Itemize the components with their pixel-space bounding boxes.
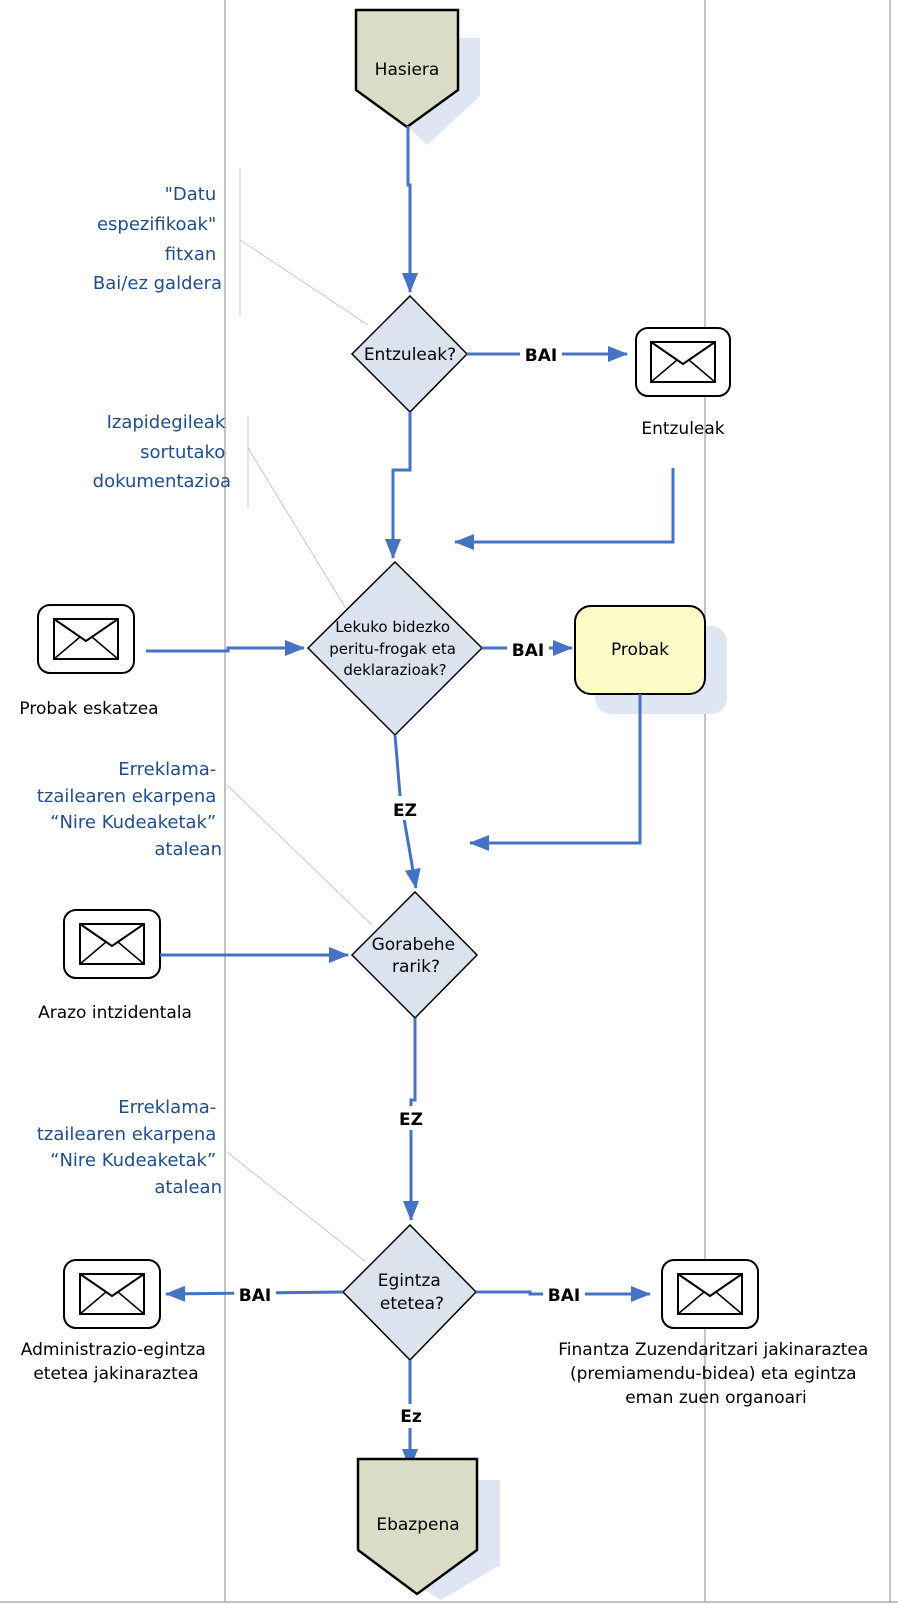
decision-label: Lekuko bidezko peritu-frogak eta deklara… <box>329 618 460 679</box>
flow-label-bai: BAI <box>239 1286 271 1306</box>
message-label: Entzuleak <box>641 419 724 439</box>
annotation-text: Izapidegileak sortutako dokumentazioa <box>93 412 231 492</box>
flow-label-bai: BAI <box>525 346 557 366</box>
flow-start-to-d1 <box>402 126 418 293</box>
annotation-text: "Datu espezifikoak" fitxan Bai/ez galder… <box>93 184 222 294</box>
message-arazo-intzidentala: Arazo intzidentala <box>38 909 192 1023</box>
start-event: Hasiera <box>354 8 480 145</box>
end-event: Ebazpena <box>356 1457 500 1600</box>
decision-lekuko-frogak: Lekuko bidezko peritu-frogak eta deklara… <box>306 560 484 737</box>
envelope-icon <box>677 1273 743 1315</box>
annotation-erreklamatzailea-1: Erreklama- tzailearen ekarpena “Nire Kud… <box>37 759 373 926</box>
message-finantza-zuzendaritza: Finantza Zuzendaritzari jakinaraztea (pr… <box>558 1259 873 1408</box>
annotation-text: Erreklama- tzailearen ekarpena “Nire Kud… <box>37 759 222 860</box>
decision-label: Egintza etetea? <box>378 1271 446 1314</box>
flow-label-bai: BAI <box>548 1286 580 1306</box>
flow-entzuleak-return <box>454 468 675 550</box>
message-administrazio-egintza: Administrazio-egintza etetea jakinarazte… <box>21 1259 212 1384</box>
envelope-icon <box>79 1273 145 1315</box>
decision-entzuleak: Entzuleak? <box>350 294 469 414</box>
annotation-izapidegileak: Izapidegileak sortutako dokumentazioa <box>93 412 349 613</box>
message-entzuleak: Entzuleak <box>635 327 731 439</box>
annotation-text: Erreklama- tzailearen ekarpena “Nire Kud… <box>37 1097 222 1198</box>
flow-label-ez: Ez <box>400 1407 422 1427</box>
flow-d3-ez <box>403 1018 419 1221</box>
annotation-erreklamatzailea-2: Erreklama- tzailearen ekarpena “Nire Kud… <box>37 1097 367 1263</box>
message-label: Arazo intzidentala <box>38 1003 192 1023</box>
envelope-icon <box>79 923 145 965</box>
task-probak: Probak <box>574 605 727 714</box>
decision-gorabeherarik: Gorabehe rarik? <box>350 890 479 1020</box>
envelope-icon <box>650 341 716 383</box>
message-label: Administrazio-egintza etetea jakinarazte… <box>21 1340 212 1384</box>
annotation-datu-espezifikoak: "Datu espezifikoak" fitxan Bai/ez galder… <box>93 168 369 326</box>
flow-d1-to-d2 <box>385 412 412 559</box>
flow-d2-ez <box>393 734 421 889</box>
flow-label-ez: EZ <box>393 801 417 821</box>
decision-egintza-etetea: Egintza etetea? <box>341 1223 478 1362</box>
flow-label-ez: EZ <box>399 1110 423 1130</box>
decision-label: Gorabehe rarik? <box>372 935 461 977</box>
end-label: Ebazpena <box>376 1515 459 1535</box>
start-label: Hasiera <box>375 60 440 80</box>
message-label: Finantza Zuzendaritzari jakinaraztea (pr… <box>558 1340 873 1408</box>
task-label: Probak <box>611 640 669 660</box>
message-probak-eskatzea: Probak eskatzea <box>19 604 159 719</box>
flow-probak-return <box>469 694 642 851</box>
flow-m2-to-d2 <box>146 640 305 656</box>
message-label: Probak eskatzea <box>19 699 158 719</box>
flow-label-bai: BAI <box>512 641 544 661</box>
flow-d4-bai-right <box>476 1286 651 1302</box>
decision-label: Entzuleak? <box>364 345 456 365</box>
envelope-icon <box>53 618 119 660</box>
